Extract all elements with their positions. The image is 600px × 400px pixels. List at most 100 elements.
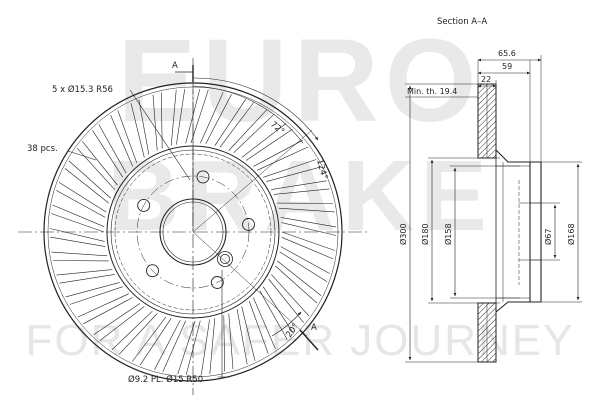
vent-line <box>98 124 127 174</box>
dim-min-thickness: Min. th. 19.4 <box>407 87 457 96</box>
dia-158-label: Ø158 <box>443 223 453 245</box>
vent-line <box>69 286 123 305</box>
vent-line <box>256 146 309 171</box>
dia-67-label: Ø67 <box>543 229 553 245</box>
vent-line <box>170 89 177 146</box>
vent-line <box>52 204 105 227</box>
bolt-hole <box>146 264 159 278</box>
vent-line <box>65 282 120 298</box>
vent-line <box>117 110 138 164</box>
vent-line <box>58 181 107 213</box>
angle-arc-124 <box>192 85 304 144</box>
vent-line <box>271 180 327 190</box>
vent-line <box>92 130 124 178</box>
vent-line <box>68 160 111 199</box>
vent-line <box>132 316 167 362</box>
vent-line <box>161 92 163 149</box>
bolt-leader-line <box>129 89 191 181</box>
vent-line <box>162 320 186 372</box>
vent-line <box>271 274 310 317</box>
vent-line <box>111 310 153 351</box>
section-title: Section A–A <box>437 17 487 27</box>
angle-124-label: 124° <box>314 158 329 180</box>
bolt-circle <box>136 175 250 289</box>
dia-180-label: Ø180 <box>420 223 430 245</box>
dim-thickness: 22 <box>481 75 491 84</box>
vent-line <box>279 251 328 283</box>
vent-line <box>241 306 256 361</box>
vent-line <box>253 139 303 167</box>
vent-line <box>209 318 216 375</box>
vent-line <box>56 269 113 276</box>
vent-line <box>64 168 109 204</box>
vent-line <box>259 290 288 340</box>
angle-arc-72 <box>192 77 319 141</box>
dim-hat-height: 59 <box>502 62 512 71</box>
dim-overall-height: 65.6 <box>498 49 516 58</box>
bolt-holes-label: 5 x Ø15.3 R56 <box>52 84 113 95</box>
vent-line <box>248 300 269 354</box>
vent-line <box>281 231 335 251</box>
vent-line <box>50 236 106 247</box>
radial-line-section <box>192 231 308 337</box>
vent-line <box>138 99 150 155</box>
vent-line <box>228 109 268 151</box>
bolt-hole <box>210 276 224 289</box>
vent-line <box>241 123 287 158</box>
radial-line-124 <box>192 129 313 233</box>
section-mark-bottom: A <box>311 323 317 333</box>
section-view <box>405 55 582 363</box>
vent-line <box>83 297 133 325</box>
vent-line <box>76 147 115 190</box>
dia-168-label: Ø168 <box>566 223 576 245</box>
disc-outer-edge <box>43 82 343 382</box>
vent-line <box>139 318 172 366</box>
vent-line <box>214 98 247 146</box>
vent-line <box>59 274 115 284</box>
vent-line <box>205 94 232 145</box>
bolt-hole <box>196 170 210 184</box>
vent-line <box>228 313 234 370</box>
vent-line <box>190 89 209 144</box>
vent-line <box>219 102 254 148</box>
vent-line <box>200 92 224 144</box>
vent-line <box>201 319 210 375</box>
angle-arc-20 <box>271 311 302 337</box>
vents-count-label: 38 pcs. <box>27 144 58 154</box>
vent-line <box>263 159 317 178</box>
dia-outer-label: Ø300 <box>398 223 408 245</box>
vent-line <box>273 188 330 195</box>
bolt-hole <box>242 218 255 231</box>
vent-line <box>223 315 225 372</box>
disc-outer-chamfer <box>47 86 339 378</box>
vent-line <box>275 265 318 304</box>
vent-line <box>233 113 275 154</box>
pilot-hole-inner <box>219 253 230 264</box>
vent-line <box>253 297 276 350</box>
vent-line <box>280 246 330 274</box>
vent-line <box>99 306 145 341</box>
vent-line <box>77 293 130 318</box>
vent-line <box>245 128 293 161</box>
vent-line <box>110 114 133 167</box>
vent-line <box>130 103 145 158</box>
cooling-vents <box>49 89 337 375</box>
vent-line <box>185 320 201 375</box>
vent-line <box>281 237 334 260</box>
vent-line <box>281 222 337 236</box>
vent-line <box>176 89 185 145</box>
vents-leader-line <box>67 150 97 161</box>
pilot-hole-label: Ø9.2 PL. Ø15 R50 <box>128 374 203 385</box>
vent-line <box>82 141 118 186</box>
front-view <box>18 58 370 395</box>
vent-line <box>236 309 248 365</box>
vent-line <box>49 228 105 242</box>
vent-line <box>177 320 196 375</box>
vent-line <box>280 217 336 228</box>
vent-line <box>266 166 321 182</box>
bolt-hole <box>137 198 151 212</box>
vent-line <box>56 190 106 218</box>
section-cut-bottom <box>299 329 319 351</box>
